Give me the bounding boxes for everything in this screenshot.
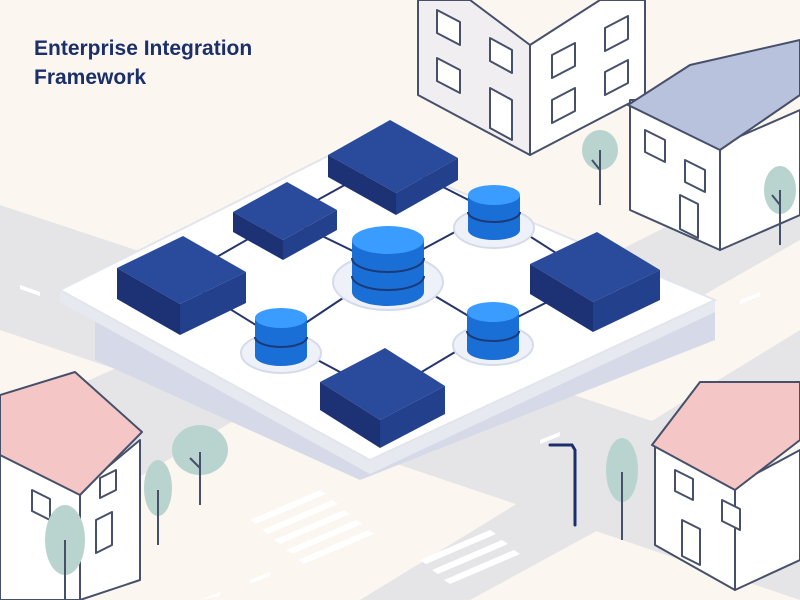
server-block-icon xyxy=(530,232,660,332)
house-icon xyxy=(627,39,800,251)
tree-icon xyxy=(764,166,796,245)
tree-icon xyxy=(172,425,228,505)
house-icon xyxy=(651,381,800,591)
title-line-1: Enterprise Integration xyxy=(34,37,253,60)
building-icon xyxy=(417,0,646,156)
crosswalk xyxy=(250,490,520,584)
tree-icon xyxy=(582,130,618,205)
database-icon xyxy=(452,302,534,366)
database-icon xyxy=(453,185,535,249)
tree-icon xyxy=(606,438,638,540)
page-title: Enterprise Integration Framework xyxy=(34,34,354,92)
tree-icon xyxy=(45,505,85,600)
title-line-2: Framework xyxy=(34,66,147,89)
database-icon xyxy=(332,226,444,311)
tree-icon xyxy=(144,460,172,545)
server-block-icon xyxy=(117,236,246,335)
server-block-icon xyxy=(328,120,458,215)
street-lamp-icon xyxy=(548,443,577,527)
server-block-icon xyxy=(320,348,445,448)
database-icon xyxy=(240,308,322,374)
server-block-icon xyxy=(233,182,337,260)
house-icon xyxy=(0,371,143,600)
